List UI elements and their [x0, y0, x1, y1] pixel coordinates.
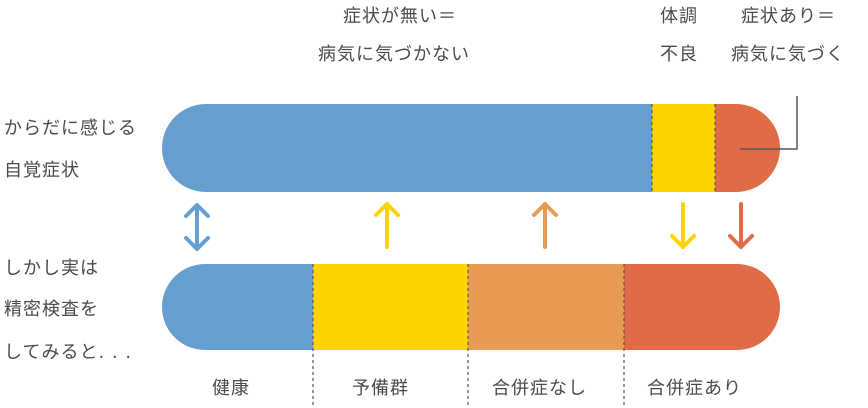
double-arrow-icon: [184, 203, 210, 251]
label-symptoms: 症状あり＝: [741, 6, 836, 27]
label-complication: 合併症あり: [647, 378, 742, 399]
top-segment-unwell: [652, 104, 715, 192]
label-no-symptoms: 症状が無い＝: [343, 6, 457, 27]
label-felt-symptoms-1: からだに感じる: [4, 118, 137, 139]
down-arrow-yellow-icon: [670, 202, 696, 249]
label-noticed: 病気に気づく: [731, 44, 845, 65]
label-pre-disease: 予備群: [352, 378, 409, 399]
label-actually-3: してみると. . .: [4, 342, 133, 363]
bottom-segment-no-complication: [468, 264, 624, 350]
bottom-segment-healthy: [162, 264, 313, 350]
perceived-symptoms-bar: [162, 104, 780, 192]
bottom-segment-complication: [624, 264, 780, 350]
label-unnoticed: 病気に気づかない: [318, 44, 470, 65]
label-actually-2: 精密検査を: [4, 299, 99, 320]
label-actually-1: しかし実は: [4, 258, 99, 279]
up-arrow-orange-icon: [532, 202, 558, 249]
top-segment-no-symptoms: [162, 104, 652, 192]
label-unwell-2: 不良: [660, 44, 698, 65]
up-arrow-yellow-icon: [374, 202, 400, 249]
actual-condition-bar: [162, 264, 780, 350]
bottom-segment-pre-disease: [313, 264, 468, 350]
down-arrow-red-icon: [728, 202, 754, 249]
top-segment-symptoms: [715, 104, 780, 192]
label-no-complication: 合併症なし: [492, 378, 587, 399]
label-unwell-1: 体調: [660, 6, 698, 27]
callout-line: [740, 96, 798, 150]
label-healthy: 健康: [212, 378, 250, 399]
label-felt-symptoms-2: 自覚症状: [4, 160, 80, 181]
